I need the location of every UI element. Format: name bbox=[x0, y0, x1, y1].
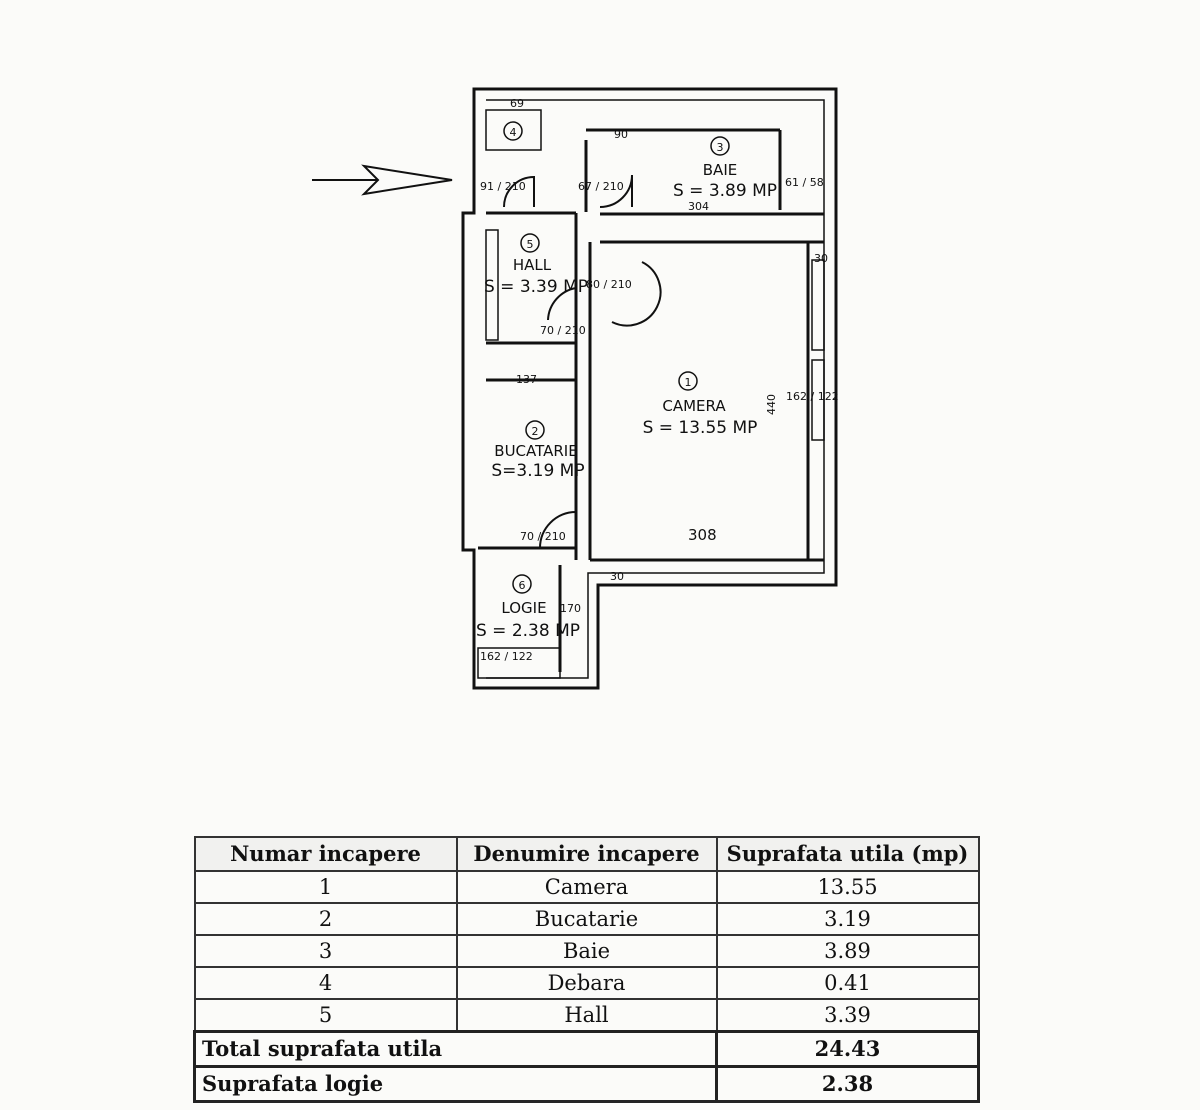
rooms-area-table: Numar incapere Denumire incapere Suprafa… bbox=[193, 836, 980, 1103]
room-1-number: 1 bbox=[685, 376, 692, 389]
loggia-area-value: 2.38 bbox=[715, 1065, 980, 1103]
cell-area: 0.41 bbox=[715, 966, 980, 1000]
cell-name: Debara bbox=[455, 966, 718, 1000]
room-5-area: S = 3.39 MP bbox=[484, 277, 588, 297]
dim-304: 304 bbox=[688, 200, 709, 213]
room-6-area: S = 2.38 MP bbox=[476, 621, 580, 641]
dim-70-210-kitchen: 70 / 210 bbox=[520, 530, 566, 543]
room-3-number: 3 bbox=[717, 141, 724, 154]
dim-69: 69 bbox=[510, 97, 524, 110]
table-row: 3 Baie 3.89 bbox=[193, 934, 980, 968]
dim-30-right: 30 bbox=[814, 252, 828, 265]
room-6-number: 6 bbox=[519, 579, 526, 592]
cell-name: Camera bbox=[455, 870, 718, 904]
room-3-name: BAIE bbox=[703, 161, 737, 179]
cell-area: 3.39 bbox=[715, 998, 980, 1033]
loggia-area-label: Suprafata logie bbox=[193, 1065, 718, 1103]
room-2-name: BUCATARIE bbox=[494, 442, 577, 460]
room-2-area: S=3.19 MP bbox=[491, 461, 584, 481]
room-1-area: S = 13.55 MP bbox=[643, 418, 758, 438]
room-3-label: 3 BAIE S = 3.89 MP bbox=[673, 136, 777, 201]
cell-name: Hall bbox=[455, 998, 718, 1033]
header-room-name: Denumire incapere bbox=[455, 836, 718, 872]
cell-area: 3.89 bbox=[715, 934, 980, 968]
dim-80-210: 80 / 210 bbox=[586, 278, 632, 291]
room-1-label: 1 CAMERA S = 13.55 MP bbox=[643, 371, 758, 438]
dim-440: 440 bbox=[765, 394, 778, 415]
total-usable-area-label: Total suprafata utila bbox=[193, 1030, 718, 1068]
header-room-number: Numar incapere bbox=[193, 836, 458, 872]
cell-number: 3 bbox=[193, 934, 458, 968]
right-arrow-icon bbox=[312, 164, 453, 196]
dim-137: 137 bbox=[516, 373, 537, 386]
cell-name: Bucatarie bbox=[455, 902, 718, 936]
cell-number: 4 bbox=[193, 966, 458, 1000]
table-row: 4 Debara 0.41 bbox=[193, 966, 980, 1000]
room-1-name: CAMERA bbox=[662, 397, 726, 415]
room-3-area: S = 3.89 MP bbox=[673, 181, 777, 201]
floor-plan: 1 CAMERA S = 13.55 MP 2 BUCATARIE S=3.19… bbox=[312, 87, 839, 690]
header-usable-area: Suprafata utila (mp) bbox=[715, 836, 980, 872]
cell-area: 13.55 bbox=[715, 870, 980, 904]
room-5-name: HALL bbox=[513, 256, 552, 274]
table-row: 2 Bucatarie 3.19 bbox=[193, 902, 980, 936]
room-2-number: 2 bbox=[532, 425, 539, 438]
total-usable-area-value: 24.43 bbox=[715, 1030, 980, 1068]
loggia-area-row: Suprafata logie 2.38 bbox=[193, 1065, 980, 1103]
dim-61-58: 61 / 58 bbox=[785, 176, 824, 189]
dim-308: 308 bbox=[688, 526, 717, 544]
dim-162-122-logie: 162 / 122 bbox=[480, 650, 533, 663]
cell-number: 2 bbox=[193, 902, 458, 936]
dimension-labels: 69 90 91 / 210 67 / 210 61 / 58 304 30 8… bbox=[480, 97, 839, 663]
dim-170: 170 bbox=[560, 602, 581, 615]
room-4-label: 4 bbox=[503, 121, 523, 141]
dim-67-210: 67 / 210 bbox=[578, 180, 624, 193]
cell-area: 3.19 bbox=[715, 902, 980, 936]
room-5-label: 5 HALL S = 3.39 MP bbox=[484, 233, 588, 297]
dim-162-122: 162 / 122 bbox=[786, 390, 839, 403]
room-5-number: 5 bbox=[527, 238, 534, 251]
room-6-label: 6 LOGIE S = 2.38 MP bbox=[476, 574, 580, 641]
dim-30-bottom: 30 bbox=[610, 570, 624, 583]
dim-70-210-hall: 70 / 210 bbox=[540, 324, 586, 337]
dim-91-210: 91 / 210 bbox=[480, 180, 526, 193]
cell-number: 5 bbox=[193, 998, 458, 1033]
room-2-label: 2 BUCATARIE S=3.19 MP bbox=[491, 420, 585, 481]
cell-number: 1 bbox=[193, 870, 458, 904]
room-4-number: 4 bbox=[510, 126, 517, 139]
table-header-row: Numar incapere Denumire incapere Suprafa… bbox=[193, 836, 980, 872]
total-usable-area-row: Total suprafata utila 24.43 bbox=[193, 1030, 980, 1068]
table-row: 5 Hall 3.39 bbox=[193, 998, 980, 1033]
table-row: 1 Camera 13.55 bbox=[193, 870, 980, 904]
door-swings bbox=[503, 174, 662, 549]
dim-90: 90 bbox=[614, 128, 628, 141]
cell-name: Baie bbox=[455, 934, 718, 968]
walls bbox=[461, 87, 838, 690]
room-6-name: LOGIE bbox=[501, 599, 546, 617]
